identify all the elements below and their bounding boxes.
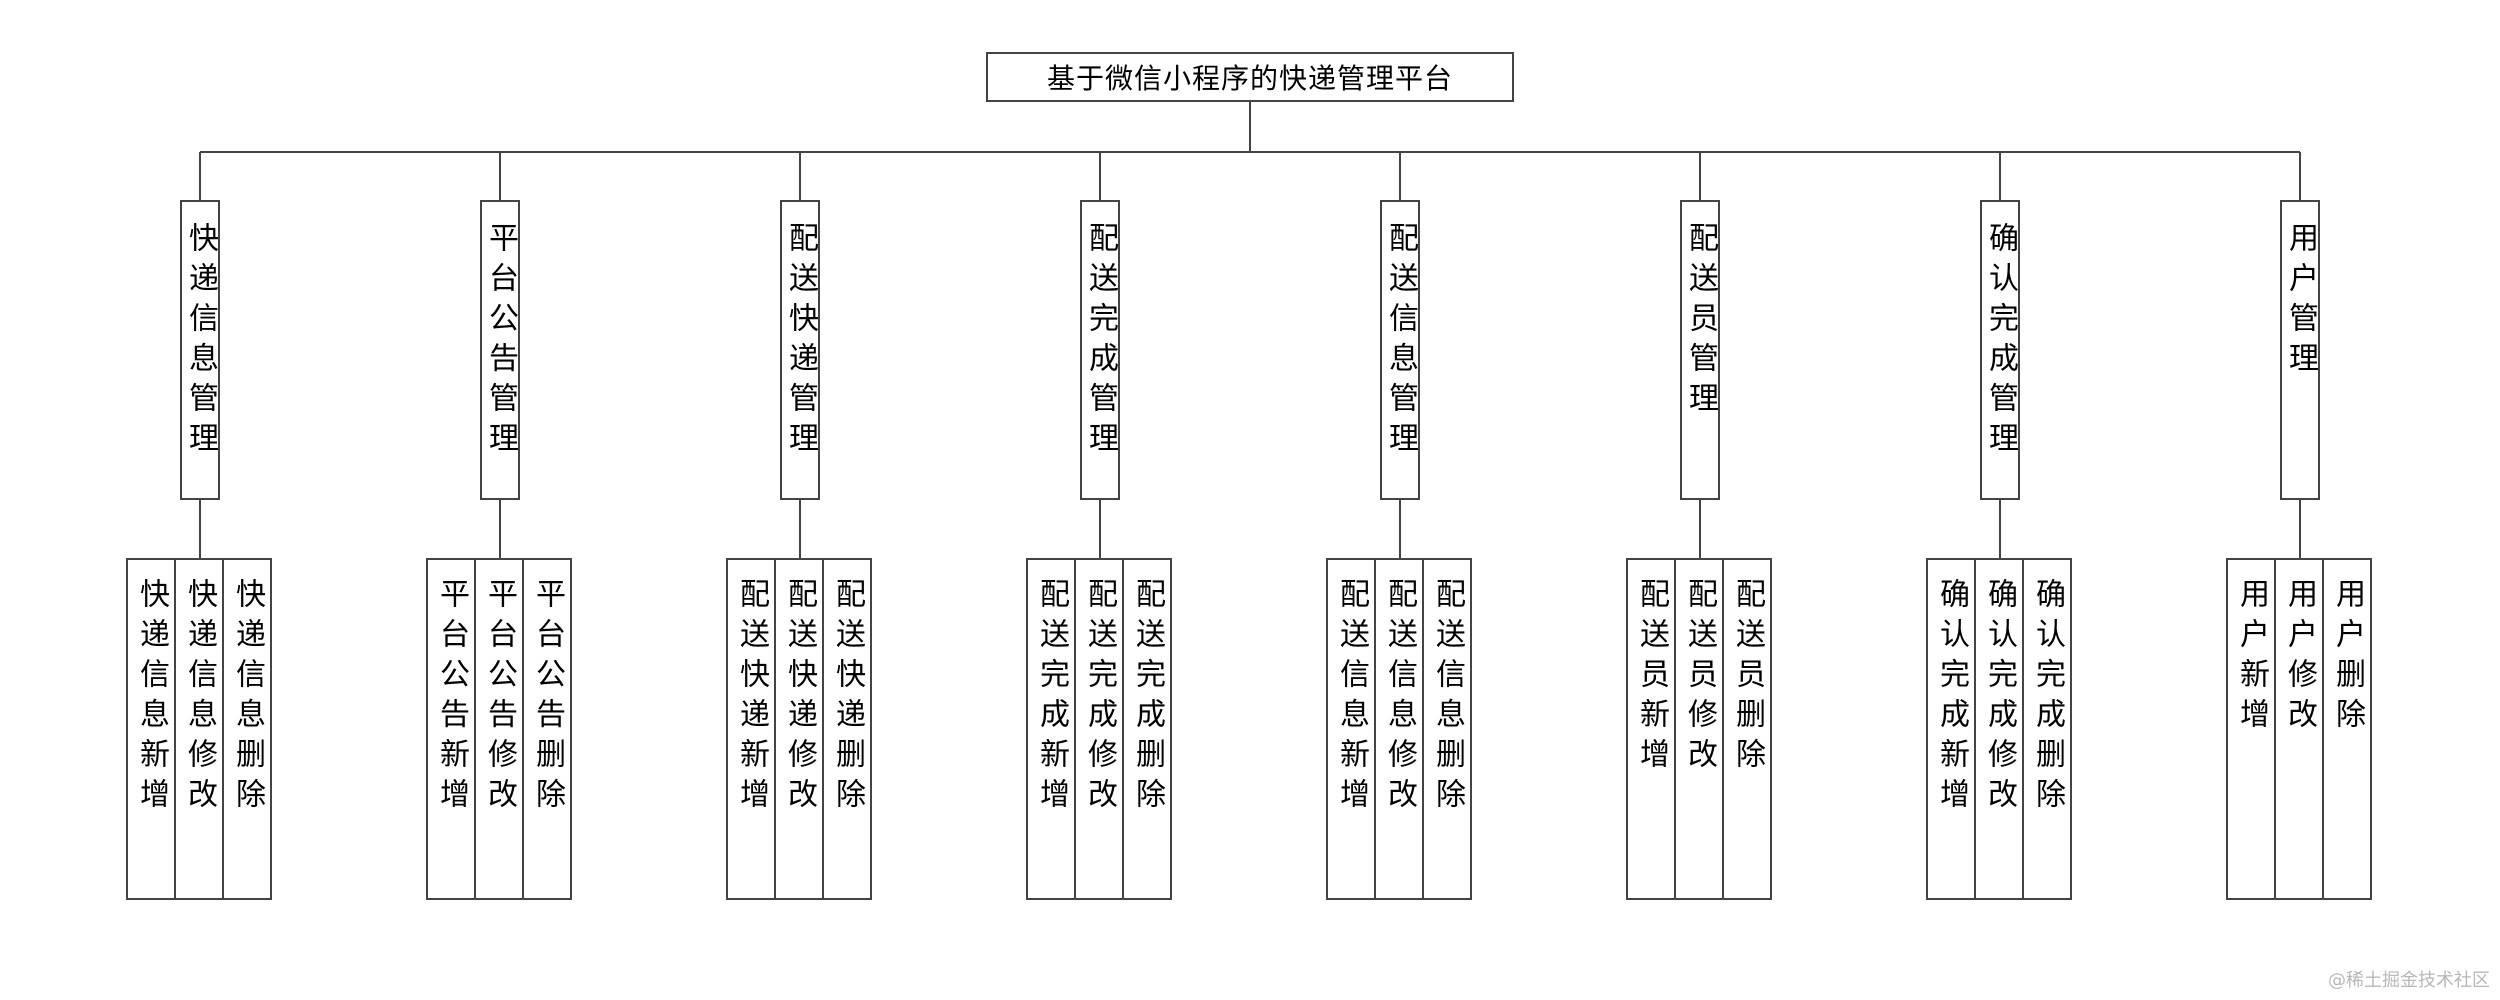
leaf-node: 快递信息修改 — [174, 558, 224, 900]
leaf-group: 快递信息新增快递信息修改快递信息删除 — [126, 558, 272, 900]
module-node: 配送信息管理 — [1380, 200, 1420, 500]
leaf-label: 用户新增 — [2234, 578, 2269, 738]
module-label: 平台公告管理 — [483, 222, 518, 462]
module-node: 快递信息管理 — [180, 200, 220, 500]
leaf-node: 快递信息新增 — [126, 558, 176, 900]
leaf-group: 平台公告新增平台公告修改平台公告删除 — [426, 558, 572, 900]
leaf-node: 配送员删除 — [1722, 558, 1772, 900]
leaf-label: 配送完成删除 — [1130, 578, 1165, 818]
leaf-node: 确认完成新增 — [1926, 558, 1976, 900]
leaf-node: 配送完成修改 — [1074, 558, 1124, 900]
leaf-node: 配送信息删除 — [1422, 558, 1472, 900]
module-label: 配送完成管理 — [1083, 222, 1118, 462]
module-node: 配送完成管理 — [1080, 200, 1120, 500]
leaf-label: 配送信息修改 — [1382, 578, 1417, 818]
leaf-label: 快递信息修改 — [182, 578, 217, 818]
leaf-label: 快递信息新增 — [134, 578, 169, 818]
leaf-label: 配送快递修改 — [782, 578, 817, 818]
leaf-label: 平台公告删除 — [530, 578, 565, 818]
leaf-node: 配送快递删除 — [822, 558, 872, 900]
leaf-node: 用户删除 — [2322, 558, 2372, 900]
module-node: 配送员管理 — [1680, 200, 1720, 500]
leaf-node: 平台公告修改 — [474, 558, 524, 900]
module-node: 用户管理 — [2280, 200, 2320, 500]
leaf-node: 配送员新增 — [1626, 558, 1676, 900]
leaf-label: 配送快递删除 — [830, 578, 865, 818]
module-label: 快递信息管理 — [183, 222, 218, 462]
leaf-label: 配送快递新增 — [734, 578, 769, 818]
leaf-label: 平台公告修改 — [482, 578, 517, 818]
leaf-label: 配送完成新增 — [1034, 578, 1069, 818]
leaf-group: 配送员新增配送员修改配送员删除 — [1626, 558, 1772, 900]
leaf-node: 配送信息修改 — [1374, 558, 1424, 900]
module-label: 用户管理 — [2283, 222, 2318, 382]
leaf-node: 配送完成删除 — [1122, 558, 1172, 900]
module-node: 平台公告管理 — [480, 200, 520, 500]
leaf-label: 确认完成修改 — [1982, 578, 2017, 818]
leaf-label: 确认完成新增 — [1934, 578, 1969, 818]
leaf-label: 平台公告新增 — [434, 578, 469, 818]
module-label: 配送信息管理 — [1383, 222, 1418, 462]
leaf-node: 配送员修改 — [1674, 558, 1724, 900]
module-label: 配送快递管理 — [783, 222, 818, 462]
leaf-node: 确认完成修改 — [1974, 558, 2024, 900]
root-title: 基于微信小程序的快递管理平台 — [1046, 62, 1453, 95]
leaf-group: 配送快递新增配送快递修改配送快递删除 — [726, 558, 872, 900]
module-label: 配送员管理 — [1683, 222, 1718, 422]
leaf-label: 用户删除 — [2330, 578, 2365, 738]
leaf-label: 配送员修改 — [1682, 578, 1717, 778]
leaf-node: 用户新增 — [2226, 558, 2276, 900]
leaf-node: 配送快递新增 — [726, 558, 776, 900]
leaf-label: 配送完成修改 — [1082, 578, 1117, 818]
leaf-label: 确认完成删除 — [2030, 578, 2065, 818]
module-label: 确认完成管理 — [1983, 222, 2018, 462]
leaf-label: 配送员删除 — [1730, 578, 1765, 778]
module-node: 配送快递管理 — [780, 200, 820, 500]
module-node: 确认完成管理 — [1980, 200, 2020, 500]
watermark: @稀土掘金技术社区 — [2328, 970, 2490, 991]
leaf-label: 配送信息新增 — [1334, 578, 1369, 818]
leaf-node: 快递信息删除 — [222, 558, 272, 900]
leaf-label: 快递信息删除 — [230, 578, 265, 818]
leaf-node: 用户修改 — [2274, 558, 2324, 900]
leaf-node: 配送信息新增 — [1326, 558, 1376, 900]
leaf-node: 配送快递修改 — [774, 558, 824, 900]
leaf-node: 配送完成新增 — [1026, 558, 1076, 900]
leaf-node: 确认完成删除 — [2022, 558, 2072, 900]
leaf-group: 确认完成新增确认完成修改确认完成删除 — [1926, 558, 2072, 900]
leaf-node: 平台公告新增 — [426, 558, 476, 900]
leaf-node: 平台公告删除 — [522, 558, 572, 900]
leaf-group: 用户新增用户修改用户删除 — [2226, 558, 2372, 900]
leaf-label: 用户修改 — [2282, 578, 2317, 738]
leaf-group: 配送信息新增配送信息修改配送信息删除 — [1326, 558, 1472, 900]
leaf-label: 配送信息删除 — [1430, 578, 1465, 818]
leaf-label: 配送员新增 — [1634, 578, 1669, 778]
root-node: 基于微信小程序的快递管理平台 — [986, 52, 1514, 102]
leaf-group: 配送完成新增配送完成修改配送完成删除 — [1026, 558, 1172, 900]
